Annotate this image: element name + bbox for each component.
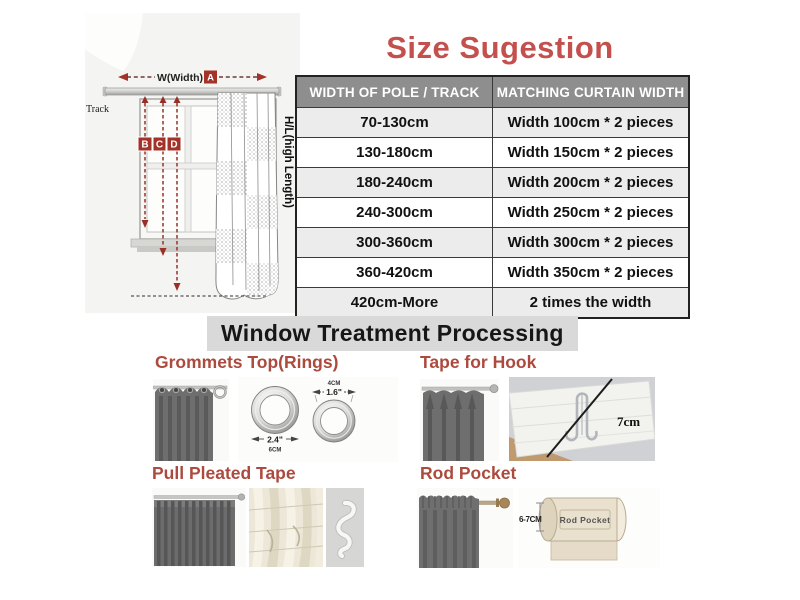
measure-lines xyxy=(141,96,181,291)
svg-text:B: B xyxy=(141,140,148,151)
pleated-label: Pull Pleated Tape xyxy=(152,463,296,483)
width-arrow: W(Width) A xyxy=(118,70,267,84)
pocket-measure xyxy=(536,502,544,532)
rod-icon xyxy=(153,495,240,499)
pull-string-icon xyxy=(292,525,301,547)
treatment-title: Window Treatment Processing xyxy=(207,316,578,351)
tape-measurement-label: 7cm xyxy=(617,414,640,429)
pocket-text: Rod Pocket xyxy=(560,515,611,525)
measure-line xyxy=(546,378,613,458)
large-ring-measure xyxy=(251,436,299,442)
grommet-curtain-image xyxy=(153,379,229,461)
pleat-tape-image xyxy=(249,488,323,567)
paper-corner-shape xyxy=(85,13,143,71)
large-grommet-ring-icon xyxy=(251,386,299,434)
plastic-hook-icon xyxy=(336,500,356,559)
grommets-label: Grommets Top(Rings) xyxy=(155,352,339,372)
size-table: WIDTH OF POLE / TRACK MATCHING CURTAIN W… xyxy=(295,75,690,319)
rod-pocket-diagram: Rod Pocket 6-7CM xyxy=(518,488,660,568)
code-a-badge xyxy=(204,70,217,84)
svg-text:D: D xyxy=(170,140,177,151)
outer-inch-label: 2.4" xyxy=(267,435,283,445)
table-row: 420cm-More 2 times the width xyxy=(295,287,690,319)
pleated-curtain-image xyxy=(152,488,246,567)
col-header-curtain-width: MATCHING CURTAIN WIDTH xyxy=(492,75,690,108)
curtain-body xyxy=(423,390,484,461)
pull-string-icon xyxy=(266,529,274,553)
curtain-body xyxy=(419,495,479,568)
code-d-badge xyxy=(166,136,182,152)
outer-cm-label: 6CM xyxy=(269,448,282,454)
finial-icon xyxy=(499,497,510,509)
grommet-rings-image: 2.4" 6CM 4CM 1.6" xyxy=(238,377,398,462)
rod-pocket-label: Rod Pocket xyxy=(420,463,517,483)
grommet-holes xyxy=(158,386,208,394)
tape-hook-photo: 7cm xyxy=(509,377,655,461)
rod-icon xyxy=(421,386,492,391)
curtain-illustration xyxy=(215,92,279,300)
finial-icon xyxy=(237,493,246,501)
table-row: 180-240cm Width 200cm * 2 pieces xyxy=(295,167,690,198)
small-ring-measure xyxy=(312,389,356,403)
pleat-hook-icon xyxy=(564,392,598,442)
tape-hook-curtain-image xyxy=(420,379,499,461)
plastic-hook-image xyxy=(326,488,364,567)
rod-pocket-cylinder xyxy=(538,497,627,542)
svg-text:A: A xyxy=(207,73,214,84)
table-row: 130-180cm Width 150cm * 2 pieces xyxy=(295,137,690,168)
width-label: W(Width) xyxy=(157,72,203,84)
inner-inch-label: 1.6" xyxy=(326,387,342,397)
code-b-badge xyxy=(137,136,153,152)
table-row: 240-300cm Width 250cm * 2 pieces xyxy=(295,197,690,228)
height-label: H/L(high Length) xyxy=(282,116,294,208)
pocket-measurement-label: 6-7CM xyxy=(519,515,542,524)
code-c-badge xyxy=(152,136,167,152)
pocket-label-frame xyxy=(559,509,611,530)
finial-icon xyxy=(489,384,499,394)
table-row: 360-420cm Width 350cm * 2 pieces xyxy=(295,257,690,288)
track-label: Track xyxy=(86,104,109,115)
table-row: 300-360cm Width 300cm * 2 pieces xyxy=(295,227,690,258)
small-grommet-ring-icon xyxy=(312,399,356,443)
table-row: 70-130cm Width 100cm * 2 pieces xyxy=(295,107,690,138)
measure-diagram: W(Width) A Track B C D xyxy=(85,13,300,313)
table-header-row: WIDTH OF POLE / TRACK MATCHING CURTAIN W… xyxy=(295,75,690,108)
size-title: Size Sugestion xyxy=(386,30,614,65)
col-header-pole-width: WIDTH OF POLE / TRACK xyxy=(295,75,493,108)
rod-pocket-curtain-image xyxy=(417,488,513,568)
tape-hook-label: Tape for Hook xyxy=(420,352,537,372)
tape-fabric-folds xyxy=(249,488,323,567)
inner-cm-label: 4CM xyxy=(328,381,341,387)
svg-text:C: C xyxy=(156,140,163,151)
